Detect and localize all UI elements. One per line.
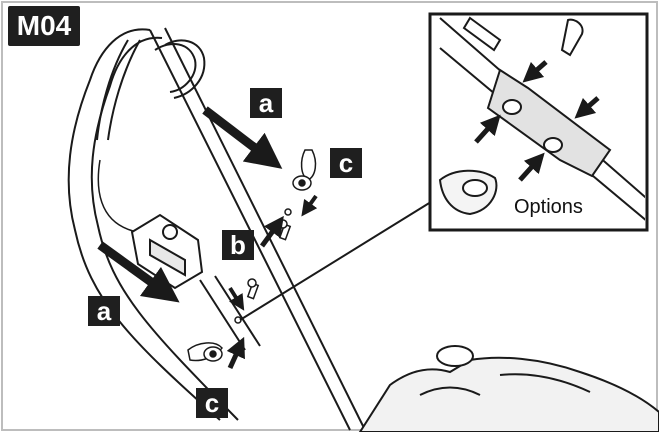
- label-c-top: c: [330, 148, 362, 178]
- label-c-bottom: c: [196, 388, 228, 418]
- arrow-c-top: [301, 194, 318, 217]
- inset-arrow-1: [522, 60, 548, 83]
- label-b: b: [222, 230, 254, 260]
- arrow-a-left: [97, 241, 180, 303]
- arrow-a-top: [202, 106, 283, 169]
- lever-bail: [154, 43, 197, 93]
- label-a-top: a: [250, 88, 282, 118]
- arrow-c-bottom: [226, 336, 245, 370]
- handle-grip: [67, 28, 239, 421]
- inset-arrow-2: [574, 96, 600, 119]
- rail-hole: [284, 208, 292, 216]
- inset-arrow-3: [474, 114, 501, 144]
- screw-b-lower: [246, 278, 260, 300]
- wing-nut-c-bottom: [187, 342, 223, 362]
- inset-arrow-4: [518, 152, 545, 182]
- label-a-left: a: [88, 296, 120, 326]
- step-label: M04: [8, 6, 80, 46]
- mower-body: [358, 345, 659, 432]
- inset-options-label: Options: [512, 196, 585, 219]
- arrow-screw-lower: [228, 286, 245, 311]
- detail-inset: [428, 12, 649, 232]
- arrow-b: [259, 215, 284, 248]
- wing-nut-c-top: [292, 149, 317, 191]
- inset-leader-line: [239, 183, 461, 321]
